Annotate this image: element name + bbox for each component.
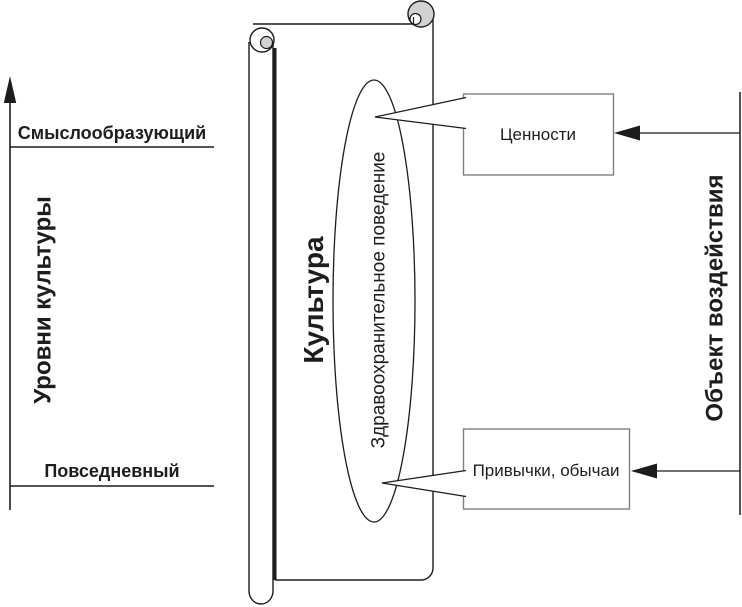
values-arrowhead-left-icon — [614, 125, 640, 141]
habits-callout-bottom-edge — [381, 482, 467, 498]
habits-box-label: Привычки, обычаи — [473, 461, 620, 480]
scroll-right-bottom-edge — [275, 20, 434, 581]
behavior-ellipse-label: Здравоохранительное поведение — [369, 152, 390, 449]
values-callout-fill — [375, 98, 466, 128]
scroll-left-tube — [248, 42, 274, 605]
habits-callout-fill — [382, 471, 466, 497]
scroll-roll-curl-left-icon — [259, 35, 274, 50]
scroll-title: Культура — [298, 236, 329, 364]
values-callout-bottom-edge — [374, 116, 467, 130]
axis-arrowhead-up-icon — [3, 76, 17, 103]
habits-box — [462, 428, 631, 510]
level-label-bottom: Повседневный — [44, 461, 179, 481]
values-callout-top-edge — [374, 96, 467, 118]
scroll-sheet — [274, 22, 433, 580]
culture-levels-axis: Смыслообразующий Повседневный Уровни кул… — [3, 76, 214, 510]
behavior-ellipse — [332, 79, 416, 523]
habits-callout-top-edge — [381, 469, 467, 484]
values-box — [462, 93, 615, 176]
callout-pointers — [374, 96, 467, 498]
impact-title: Объект воздействия — [701, 174, 728, 421]
values-box-label: Ценности — [500, 125, 576, 144]
level-label-top: Смыслообразующий — [18, 123, 206, 143]
habits-arrowhead-left-icon — [631, 463, 657, 479]
scroll-roll-curl-right-icon — [409, 12, 422, 26]
impact-boxes: Ценности Привычки, обычаи — [462, 93, 631, 510]
axis-title: Уровни культуры — [29, 196, 56, 403]
culture-scroll: Культура Здравоохранительное поведение — [248, 0, 435, 605]
impact-rail: Объект воздействия — [614, 92, 741, 515]
